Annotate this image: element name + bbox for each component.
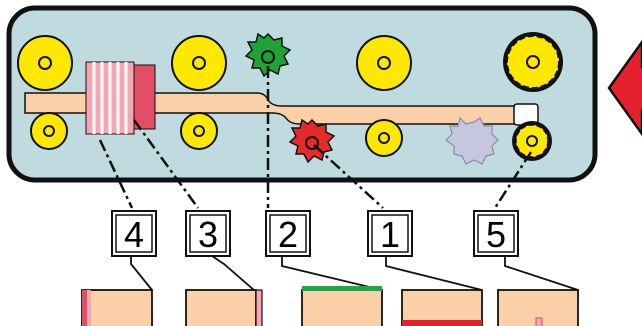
- edge-banding-unit-icon: [85, 61, 156, 135]
- profile-4: [81, 289, 153, 326]
- callout-4: 4: [111, 210, 157, 257]
- arrow-left-icon: [607, 39, 642, 137]
- callout-label-4: 4: [124, 214, 144, 255]
- profile-connectors: [130, 255, 579, 292]
- callout-2: 2: [265, 210, 311, 257]
- feed-roller-icon: [503, 32, 563, 92]
- feed-roller-icon: [356, 35, 412, 91]
- feed-roller-icon: [365, 119, 403, 157]
- callout-label-3: 3: [198, 214, 218, 255]
- feed-roller-icon: [180, 112, 218, 150]
- feed-roller-icon: [30, 112, 68, 150]
- profile-5: [497, 289, 579, 326]
- callout-label-2: 2: [278, 214, 298, 255]
- feed-roller-icon: [17, 35, 73, 91]
- red-cutter-head-icon: [288, 118, 336, 164]
- profile-1: [401, 289, 483, 326]
- callout-3: 3: [185, 210, 231, 257]
- profile-2: [301, 286, 383, 326]
- feed-roller-icon: [171, 35, 227, 91]
- green-cutter-head-icon: [244, 32, 292, 78]
- callout-label-1: 1: [380, 214, 400, 255]
- callout-1: 1: [367, 210, 413, 257]
- callout-label-5: 5: [486, 214, 506, 255]
- profile-3: [185, 289, 263, 326]
- circular-saw-icon: [445, 116, 499, 165]
- callout-5: 5: [473, 210, 519, 257]
- feed-roller-icon: [512, 121, 552, 161]
- leader-lines: [98, 66, 533, 209]
